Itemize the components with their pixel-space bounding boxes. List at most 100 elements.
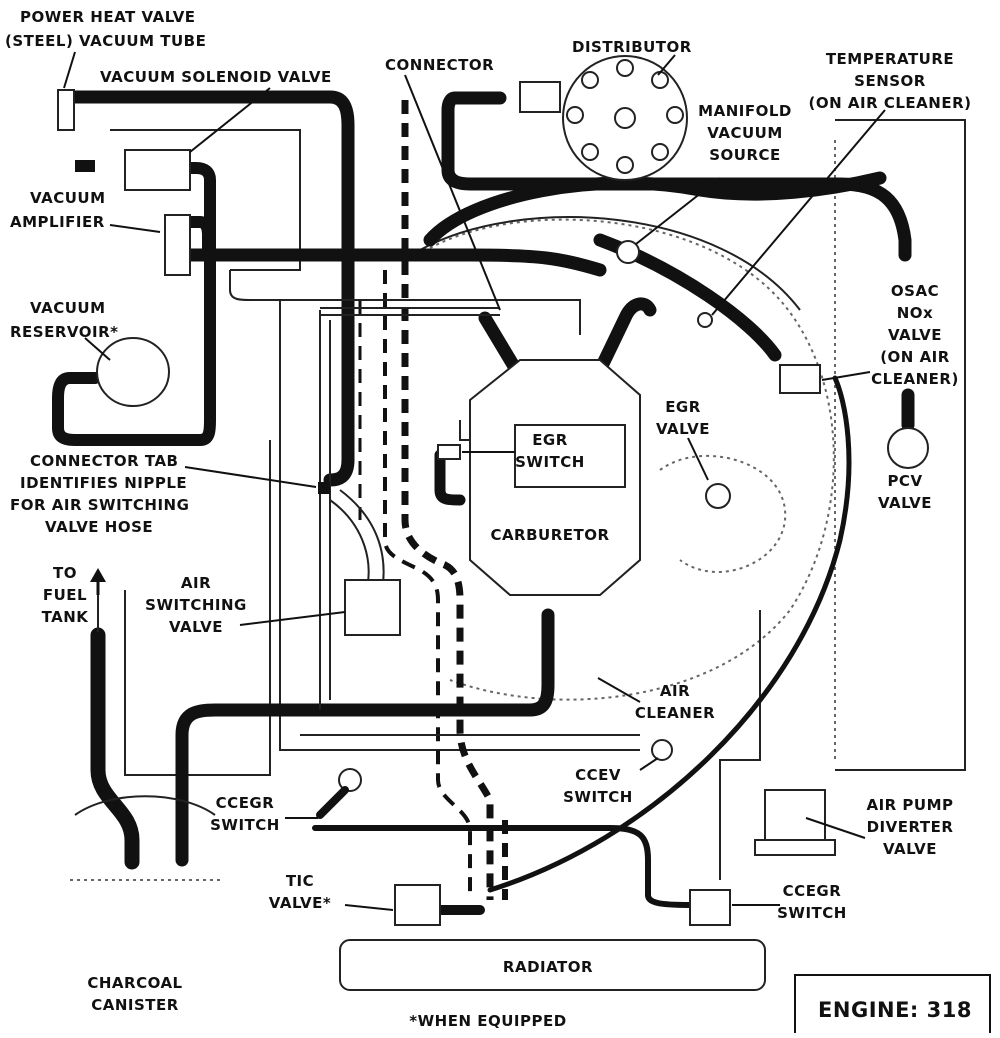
components xyxy=(57,55,991,1033)
svg-text:VACUUM: VACUUM xyxy=(30,189,106,207)
svg-text:CARBURETOR: CARBURETOR xyxy=(490,526,609,544)
label-charcoal-canister: CHARCOAL CANISTER xyxy=(87,974,182,1014)
svg-text:CONNECTOR: CONNECTOR xyxy=(385,56,494,74)
footnote-when-equipped: *WHEN EQUIPPED xyxy=(409,1012,566,1030)
label-manifold-vacuum-source: MANIFOLD VACUUM SOURCE xyxy=(698,102,791,164)
svg-text:TIC: TIC xyxy=(286,872,314,890)
svg-text:VALVE: VALVE xyxy=(888,326,942,344)
label-power-heat-valve: POWER HEAT VALVE (STEEL) VACUUM TUBE xyxy=(5,8,206,50)
svg-text:CCEGR: CCEGR xyxy=(216,794,275,812)
hose-egr-valve xyxy=(593,297,657,377)
tube-a xyxy=(229,270,581,335)
hose-reservoir-loop xyxy=(52,162,216,446)
svg-text:SWITCH: SWITCH xyxy=(515,453,585,471)
svg-text:OSAC: OSAC xyxy=(891,282,939,300)
thin-tubes xyxy=(97,270,640,736)
svg-text:NOx: NOx xyxy=(897,304,933,322)
hose-canister xyxy=(90,627,140,870)
svg-text:EGR: EGR xyxy=(532,431,568,449)
svg-text:VALVE: VALVE xyxy=(169,618,223,636)
pcv-valve-body xyxy=(887,427,929,469)
label-tic-valve: TIC VALVE* xyxy=(269,872,331,912)
ccegr-switch-right-body xyxy=(689,889,731,926)
svg-text:PCV: PCV xyxy=(887,472,922,490)
svg-text:VALVE: VALVE xyxy=(878,494,932,512)
label-connector-tab: CONNECTOR TAB IDENTIFIES NIPPLE FOR AIR … xyxy=(10,452,189,536)
svg-text:SENSOR: SENSOR xyxy=(854,72,926,90)
hose-distributor xyxy=(441,91,912,262)
charcoal-canister-top xyxy=(74,795,216,816)
svg-text:SWITCH: SWITCH xyxy=(210,816,280,834)
svg-text:VALVE: VALVE xyxy=(656,420,710,438)
diagram-labels: POWER HEAT VALVE (STEEL) VACUUM TUBE VAC… xyxy=(5,8,972,1030)
label-osac-valve: OSAC NOx VALVE (ON AIR CLEANER) xyxy=(871,282,959,388)
label-carburetor: CARBURETOR xyxy=(490,526,609,544)
label-distributor: DISTRIBUTOR xyxy=(572,38,692,56)
leader-amplifier xyxy=(109,224,161,233)
svg-text:CANISTER: CANISTER xyxy=(91,996,179,1014)
leader-air-cleaner xyxy=(597,677,641,703)
leader-power-heat xyxy=(63,51,76,89)
right-frame xyxy=(835,119,966,771)
label-to-fuel-tank: TO FUEL TANK xyxy=(42,564,89,626)
distributor-terminals xyxy=(566,59,684,174)
svg-text:IDENTIFIES NIPPLE: IDENTIFIES NIPPLE xyxy=(20,474,187,492)
hose-tic-to-osac xyxy=(487,375,852,893)
air-pump-diverter-base xyxy=(754,839,836,856)
egr-valve-body xyxy=(705,483,731,509)
leader-egr-valve xyxy=(687,437,709,481)
svg-text:AMPLIFIER: AMPLIFIER xyxy=(10,213,105,231)
egr-switch-fitting xyxy=(437,444,461,460)
svg-text:CHARCOAL: CHARCOAL xyxy=(87,974,182,992)
engine-label: ENGINE: 318 xyxy=(818,998,972,1022)
leader-ccev xyxy=(639,757,659,771)
svg-text:TO: TO xyxy=(53,564,77,582)
egr-valve-outline xyxy=(659,455,787,573)
leader-lines xyxy=(63,51,886,911)
svg-text:(ON AIR CLEANER): (ON AIR CLEANER) xyxy=(809,94,972,112)
leader-reservoir xyxy=(84,337,111,361)
svg-text:FOR AIR SWITCHING: FOR AIR SWITCHING xyxy=(10,496,189,514)
osac-valve-body xyxy=(779,364,821,394)
label-air-switching-valve: AIR SWITCHING VALVE xyxy=(145,574,246,636)
hose-lower-big xyxy=(175,608,555,867)
svg-text:DIVERTER: DIVERTER xyxy=(867,818,954,836)
svg-text:RADIATOR: RADIATOR xyxy=(503,958,593,976)
leader-manifold xyxy=(635,177,721,245)
svg-text:CONNECTOR TAB: CONNECTOR TAB xyxy=(30,452,179,470)
lower-left-tube xyxy=(279,300,640,751)
vacuum-hoses xyxy=(52,90,915,915)
solenoid-connector xyxy=(75,160,95,172)
svg-text:SOURCE: SOURCE xyxy=(709,146,781,164)
svg-text:DISTRIBUTOR: DISTRIBUTOR xyxy=(572,38,692,56)
leader-air-switching xyxy=(239,611,346,626)
egr-switch-box xyxy=(514,424,626,488)
hose-main-horizontal xyxy=(183,248,607,277)
ccegr-switch-left-body xyxy=(338,768,362,792)
dashed-line-2 xyxy=(383,270,472,895)
amplifier-frame xyxy=(110,129,301,271)
label-connector: CONNECTOR xyxy=(385,56,494,74)
tic-valve-body xyxy=(394,884,441,926)
svg-text:VACUUM: VACUUM xyxy=(707,124,783,142)
manifold-vacuum-fitting xyxy=(616,240,640,264)
label-ccev-switch: CCEV SWITCH xyxy=(563,766,632,806)
label-pcv-valve: PCV VALVE xyxy=(878,472,932,512)
svg-text:AIR: AIR xyxy=(660,682,690,700)
label-ccegr-switch-right: CCEGR SWITCH xyxy=(777,882,846,922)
svg-text:CCEGR: CCEGR xyxy=(783,882,842,900)
svg-text:AIR PUMP: AIR PUMP xyxy=(866,796,953,814)
power-heat-valve-fitting xyxy=(57,89,75,131)
radiator-body xyxy=(339,939,766,991)
dashed-hoses xyxy=(358,100,508,900)
label-radiator: RADIATOR xyxy=(503,958,593,976)
svg-text:CLEANER): CLEANER) xyxy=(871,370,959,388)
svg-text:VACUUM SOLENOID VALVE: VACUUM SOLENOID VALVE xyxy=(100,68,332,86)
leader-solenoid xyxy=(189,87,271,153)
leader-connector xyxy=(404,74,501,311)
leader-tic xyxy=(344,904,394,911)
label-ccegr-switch-left: CCEGR SWITCH xyxy=(210,794,280,834)
leader-distributor xyxy=(657,54,676,76)
